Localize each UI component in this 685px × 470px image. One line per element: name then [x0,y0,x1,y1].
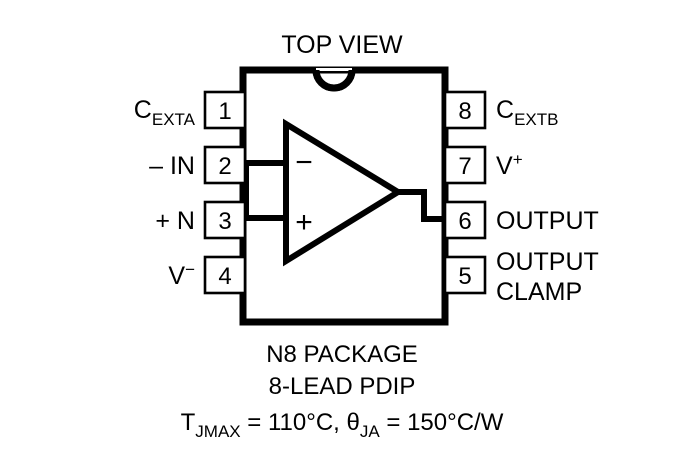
pin-5-label-line1: OUTPUT [496,248,599,276]
pin-3[interactable]: 3 + N [155,200,247,240]
pin-4-label: V− [168,260,195,290]
pin-7-label-main: V [496,152,513,180]
pin-2-box[interactable] [203,145,247,185]
caption-block: N8 PACKAGE 8-LEAD PDIP TJMAX = 110°C, θJ… [181,341,504,441]
pin-1-box[interactable] [203,90,247,130]
pin-3-label-main: + N [155,207,195,235]
amplifier-triangle-icon [283,118,404,267]
pin-2-label-main: – IN [149,152,195,180]
pin-5[interactable]: 5 OUTPUT CLAMP [443,248,599,306]
pin-8-label-main: C [496,96,514,124]
pin-3-number: 3 [218,208,231,235]
pin-5-label-line2: CLAMP [496,278,582,306]
caption-thermal-spec: TJMAX = 110°C, θJA = 150°C/W [181,409,504,441]
pin-8-label: CEXTB [496,96,558,129]
pin-5-number: 5 [458,263,471,290]
pin-4-label-main: V [168,262,185,290]
pin-6-number: 6 [458,208,471,235]
pin-1-number: 1 [218,98,231,125]
diagram-title: TOP VIEW [281,31,403,59]
inverting-input-symbol: − [295,146,313,179]
caption-tjmax-value: = 110°C, [241,409,347,436]
pin-2-label: – IN [149,152,195,180]
caption-theta-value: = 150°C/W [380,409,504,436]
caption-theta-sub: JA [360,422,381,441]
pin-4-label-sup: − [185,260,195,279]
caption-theta-symbol: θ [347,409,360,436]
pin-2[interactable]: 2 – IN [149,145,247,185]
notch-gap-mask [316,68,352,71]
pin-3-label: + N [155,207,195,235]
pin-7-number: 7 [458,153,471,180]
pin-4[interactable]: 4 V− [168,255,247,295]
pin-8-box[interactable] [443,90,487,130]
pin-1-label: CEXTA [134,96,196,129]
pin-8-label-sub: EXTB [514,110,558,129]
opamp-symbol: − + [243,118,445,267]
output-wire [396,189,445,222]
pin-8-number: 8 [458,98,471,125]
pin-4-box[interactable] [203,255,247,295]
pin-7[interactable]: 7 V+ [443,145,523,185]
caption-lead-count: 8-LEAD PDIP [269,373,416,400]
package-notch-arc [312,69,356,92]
pin-6[interactable]: 6 OUTPUT [443,200,599,240]
pin-7-label: V+ [496,150,523,180]
pin-4-number: 4 [218,263,231,290]
caption-package-name: N8 PACKAGE [266,341,418,368]
pin-2-number: 2 [218,153,231,180]
pin-7-box[interactable] [443,145,487,185]
pin-6-label: OUTPUT [496,207,599,235]
pin-3-box[interactable] [203,200,247,240]
pin-1-label-sub: EXTA [152,110,196,129]
caption-tjmax-sub: JMAX [195,422,240,441]
pin-6-box[interactable] [443,200,487,240]
pin-5-box[interactable] [443,255,487,295]
caption-tjmax-symbol: T [181,409,196,436]
pin-8[interactable]: 8 CEXTB [443,90,558,130]
pin-1[interactable]: 1 CEXTA [134,90,247,130]
pin-7-label-sup: + [513,150,523,169]
pin-1-label-main: C [134,96,152,124]
noninverting-input-symbol: + [295,206,313,239]
